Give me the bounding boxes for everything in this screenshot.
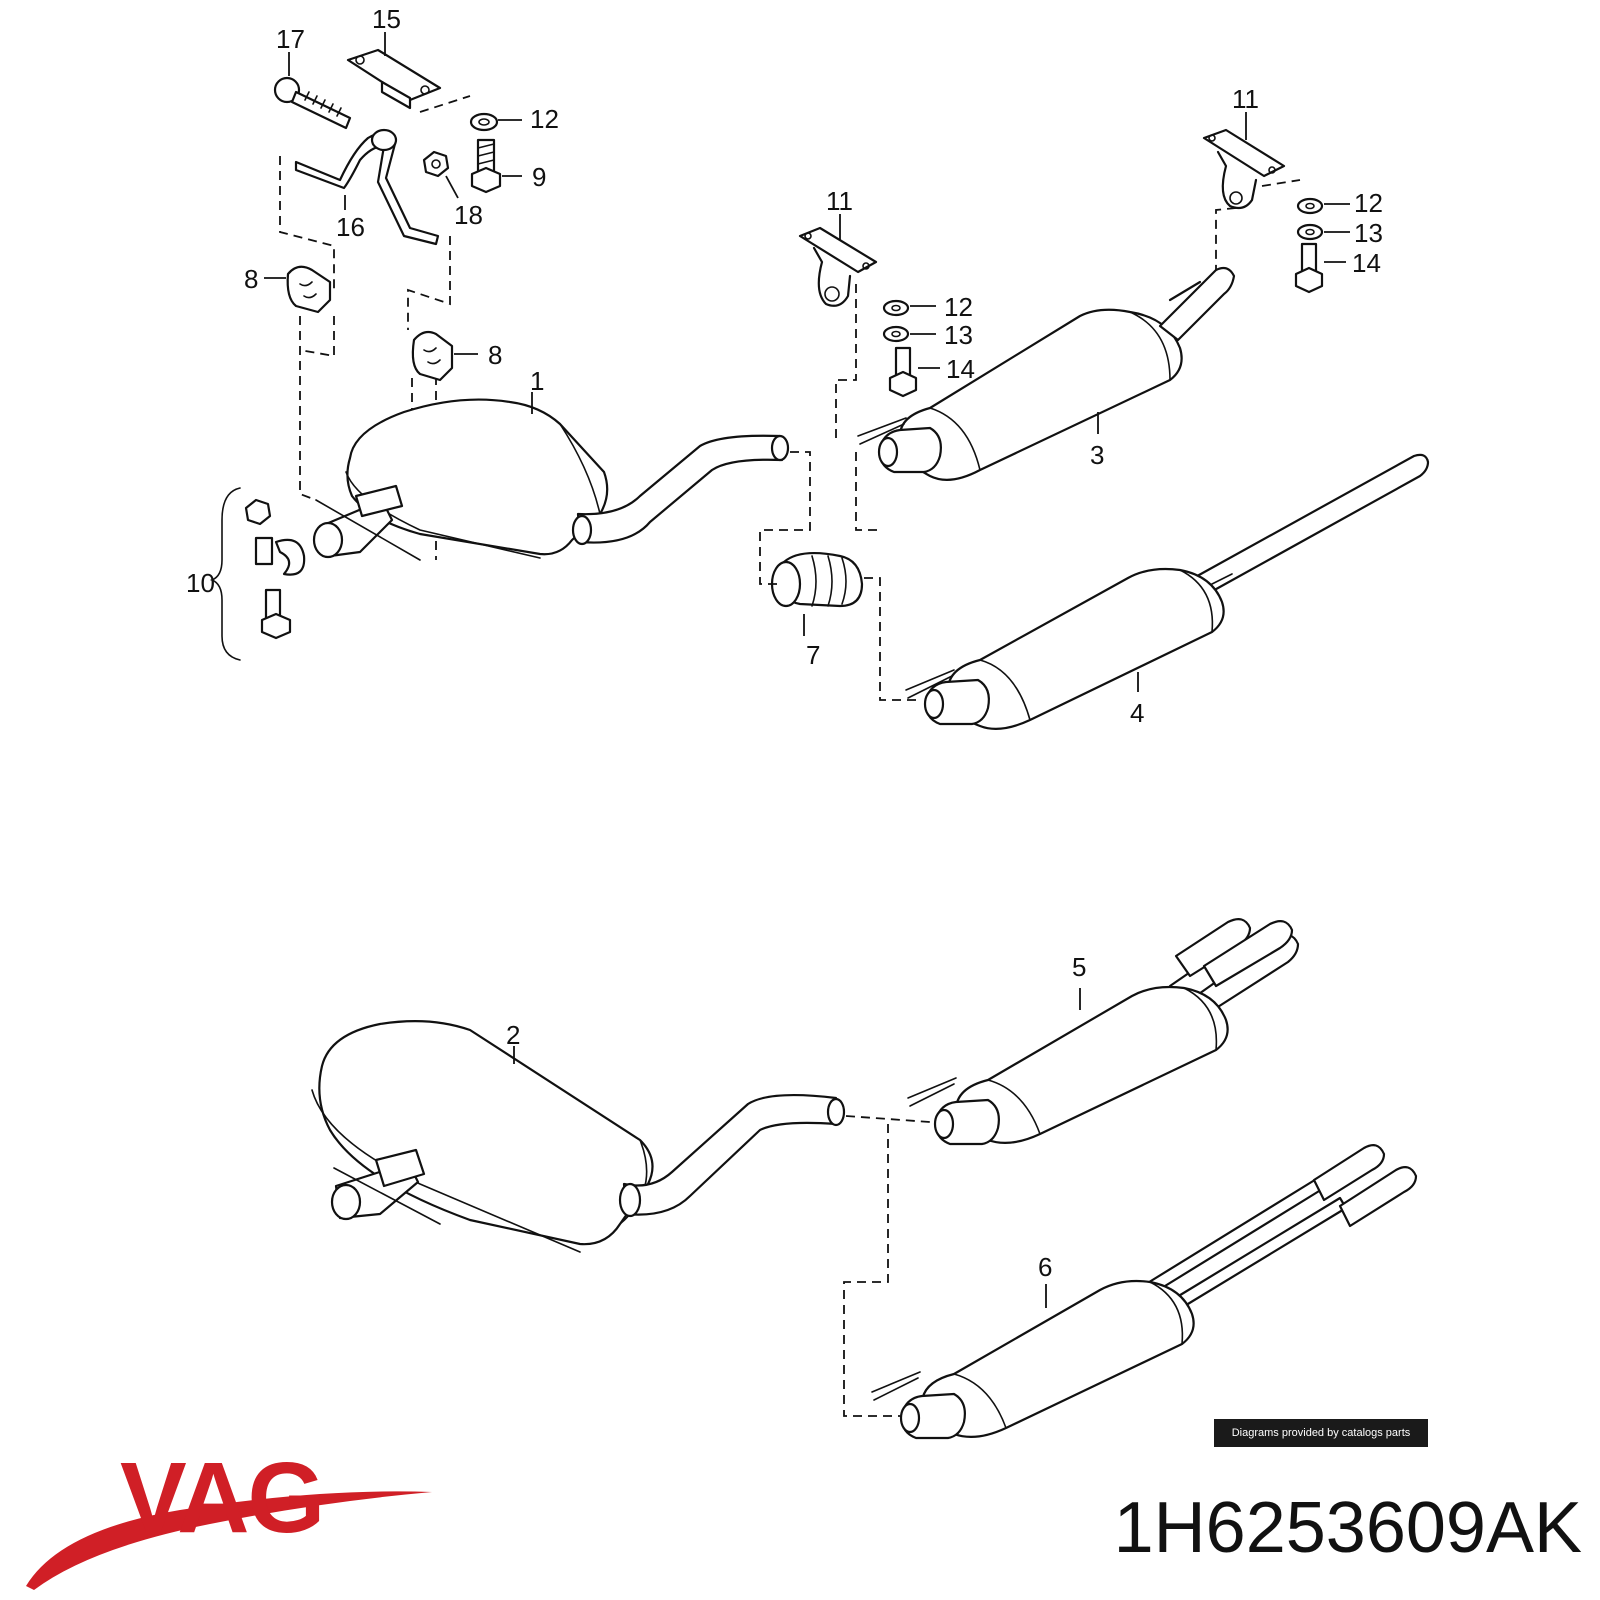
diagram-credit-label: Diagrams provided by catalogs parts bbox=[1214, 1419, 1428, 1447]
callout-18: 18 bbox=[454, 200, 483, 230]
callout-16: 16 bbox=[336, 212, 365, 242]
callout-4: 4 bbox=[1130, 698, 1144, 728]
callout-3: 3 bbox=[1090, 440, 1104, 470]
part-11-hanger-right bbox=[1202, 112, 1286, 210]
callout-17: 17 bbox=[276, 24, 305, 54]
callout-11-left: 11 bbox=[826, 186, 853, 216]
callout-12-mid: 12 bbox=[944, 292, 973, 322]
callout-14-right: 14 bbox=[1352, 248, 1381, 278]
callout-12-upper: 12 bbox=[530, 104, 559, 134]
part-11-hanger-left bbox=[798, 214, 878, 307]
part-15-bracket bbox=[346, 32, 442, 110]
part-1-center-muffler bbox=[312, 392, 790, 561]
part-12-washer-right bbox=[1296, 197, 1350, 215]
callout-13-right: 13 bbox=[1354, 218, 1383, 248]
callout-7: 7 bbox=[806, 640, 820, 670]
part-17-bolt bbox=[273, 52, 352, 130]
callout-10: 10 bbox=[186, 568, 215, 598]
part-7-connector-sleeve bbox=[770, 551, 864, 636]
vag-logo-text: VAG bbox=[120, 1442, 325, 1554]
callout-9: 9 bbox=[532, 162, 546, 192]
callout-8-left: 8 bbox=[244, 264, 258, 294]
part-5-rear-silencer-dual bbox=[907, 917, 1300, 1146]
part-14-bolt-mid bbox=[888, 346, 940, 398]
part-18-nut bbox=[422, 150, 459, 199]
callout-15: 15 bbox=[372, 4, 401, 34]
part-16-hanger-rod bbox=[294, 128, 440, 246]
part-9-bolt bbox=[470, 138, 522, 194]
part-13-washer-right bbox=[1296, 223, 1350, 241]
callout-14-mid: 14 bbox=[946, 354, 975, 384]
part-number: 1H6253609AK bbox=[1113, 1488, 1582, 1568]
part-14-bolt-right bbox=[1294, 242, 1346, 294]
part-12-washer-upper bbox=[469, 112, 522, 132]
part-3-rear-silencer bbox=[857, 266, 1236, 481]
part-4-rear-silencer-tailpipe bbox=[905, 453, 1430, 731]
callout-11-right: 11 bbox=[1232, 84, 1259, 114]
callout-1: 1 bbox=[530, 366, 544, 396]
part-2-center-muffler bbox=[311, 1020, 846, 1253]
vag-logo bbox=[26, 1491, 432, 1590]
part-12-washer-mid bbox=[882, 299, 936, 317]
callout-6: 6 bbox=[1038, 1252, 1052, 1282]
callout-5: 5 bbox=[1072, 952, 1086, 982]
callout-8-right: 8 bbox=[488, 340, 502, 370]
callout-13-mid: 13 bbox=[944, 320, 973, 350]
part-6-rear-silencer-long-dual bbox=[871, 1143, 1418, 1440]
callout-2: 2 bbox=[506, 1020, 520, 1050]
part-10-clamp-set bbox=[209, 487, 306, 661]
part-8-rubber-mount-left bbox=[264, 265, 332, 314]
callout-12-right: 12 bbox=[1354, 188, 1383, 218]
part-8-rubber-mount-right bbox=[411, 330, 478, 382]
part-13-washer-mid bbox=[882, 325, 936, 343]
